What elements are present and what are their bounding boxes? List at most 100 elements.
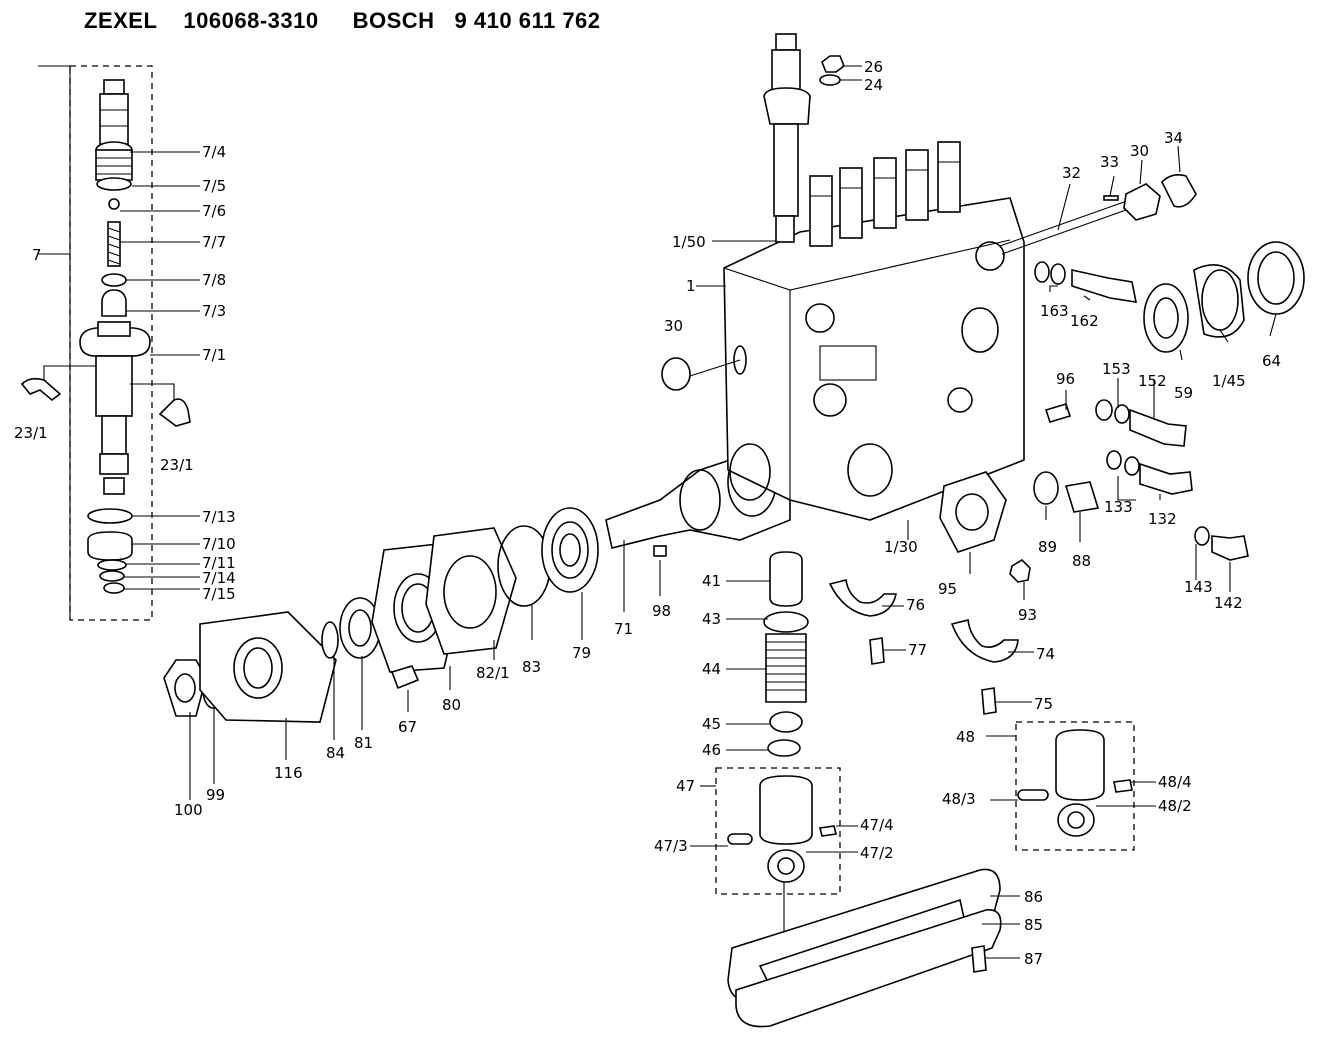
washer-89 xyxy=(1033,471,1059,505)
label-7-15: 7/15 xyxy=(202,585,236,603)
label-47-4: 47/4 xyxy=(860,816,894,834)
label-7: 7 xyxy=(32,246,42,264)
half-ring-74 xyxy=(950,619,1019,663)
cover-stack-leaders xyxy=(189,540,661,800)
zexel-part-number: 106068-3310 xyxy=(183,8,319,33)
label-81: 81 xyxy=(354,734,373,752)
label-23-1-right: 23/1 xyxy=(160,456,194,474)
pump-housing-1 xyxy=(723,141,1025,553)
half-ring-76 xyxy=(828,579,897,617)
label-132: 132 xyxy=(1148,510,1177,528)
label-1-45: 1/45 xyxy=(1212,372,1246,390)
flange-1-30 xyxy=(939,471,1007,553)
housing-leaders xyxy=(689,65,1277,600)
screw-67 xyxy=(390,665,420,690)
cover-85 xyxy=(735,909,1002,1028)
label-30-right: 30 xyxy=(1130,142,1149,160)
bearing-79 xyxy=(541,507,599,593)
bearing-59 xyxy=(1143,283,1189,353)
label-7-3: 7/3 xyxy=(202,302,226,320)
plug-34 xyxy=(1161,174,1197,208)
label-1-30: 1/30 xyxy=(884,538,918,556)
label-162: 162 xyxy=(1070,312,1099,330)
label-48-4: 48/4 xyxy=(1158,773,1192,791)
top-fitting-assembly xyxy=(763,33,811,243)
roller-tappet-47 xyxy=(727,775,837,883)
gasket-82-1 xyxy=(425,527,517,655)
label-7-6: 7/6 xyxy=(202,202,226,220)
label-26: 26 xyxy=(864,58,883,76)
screw-96 xyxy=(1044,403,1072,423)
label-80: 80 xyxy=(442,696,461,714)
label-76: 76 xyxy=(906,596,925,614)
washer-163 xyxy=(1034,261,1050,283)
label-143: 143 xyxy=(1184,578,1213,596)
group-48-leaders xyxy=(986,735,1156,807)
key-98 xyxy=(653,545,667,557)
control-rack-32 xyxy=(999,201,1127,255)
label-47-3: 47/3 xyxy=(654,837,688,855)
washer-24 xyxy=(819,74,841,86)
label-89: 89 xyxy=(1038,538,1057,556)
part-labels: 7/4 7/5 7/6 7/7 7/8 7/3 7/1 7 23/1 23/1 … xyxy=(14,58,1281,968)
label-133: 133 xyxy=(1104,498,1133,516)
label-7-13: 7/13 xyxy=(202,508,236,526)
label-86: 86 xyxy=(1024,888,1043,906)
bolt-162 xyxy=(1071,269,1138,303)
label-7-7: 7/7 xyxy=(202,233,226,251)
label-34: 34 xyxy=(1164,129,1183,147)
bolt-132 xyxy=(1139,462,1193,495)
plug-88 xyxy=(1064,481,1100,513)
label-48-2: 48/2 xyxy=(1158,797,1192,815)
label-87: 87 xyxy=(1024,950,1043,968)
label-7-11: 7/11 xyxy=(202,554,236,572)
clip-23-1-right xyxy=(158,398,191,427)
lower-leaders xyxy=(882,605,1034,959)
label-88: 88 xyxy=(1072,552,1091,570)
element-assembly-7 xyxy=(79,79,151,594)
tappet-stack xyxy=(763,551,809,757)
washer-30-left xyxy=(661,357,691,391)
label-33: 33 xyxy=(1100,153,1119,171)
pin-33 xyxy=(1103,195,1119,201)
nut-26 xyxy=(821,55,845,73)
label-142: 142 xyxy=(1214,594,1243,612)
screw-75 xyxy=(981,687,997,715)
ring-84 xyxy=(321,621,339,659)
label-45: 45 xyxy=(702,715,721,733)
group-47-frame xyxy=(715,767,841,895)
label-23-1-left: 23/1 xyxy=(14,424,48,442)
label-163: 163 xyxy=(1040,302,1069,320)
label-99: 99 xyxy=(206,786,225,804)
label-59: 59 xyxy=(1174,384,1193,402)
label-85: 85 xyxy=(1024,916,1043,934)
label-64: 64 xyxy=(1262,352,1281,370)
label-83: 83 xyxy=(522,658,541,676)
label-24: 24 xyxy=(864,76,883,94)
roller-tappet-48 xyxy=(1017,729,1133,837)
label-32: 32 xyxy=(1062,164,1081,182)
label-67: 67 xyxy=(398,718,417,736)
label-7-5: 7/5 xyxy=(202,177,226,195)
label-1-50: 1/50 xyxy=(672,233,706,251)
label-43: 43 xyxy=(702,610,721,628)
label-153: 153 xyxy=(1102,360,1131,378)
label-116: 116 xyxy=(274,764,303,782)
label-47-2: 47/2 xyxy=(860,844,894,862)
group-48-frame xyxy=(1015,721,1135,851)
label-98: 98 xyxy=(652,602,671,620)
label-7-10: 7/10 xyxy=(202,535,236,553)
label-7-8: 7/8 xyxy=(202,271,226,289)
brand-zexel: ZEXEL xyxy=(84,8,158,33)
label-7-4: 7/4 xyxy=(202,143,226,161)
nut-93 xyxy=(1009,558,1031,583)
label-41: 41 xyxy=(702,572,721,590)
tappet-leaders xyxy=(726,580,770,751)
screw-77 xyxy=(869,637,885,665)
label-48-3: 48/3 xyxy=(942,790,976,808)
label-77: 77 xyxy=(908,641,927,659)
label-75: 75 xyxy=(1034,695,1053,713)
delivery-valve-holders xyxy=(809,141,961,247)
label-152: 152 xyxy=(1138,372,1167,390)
